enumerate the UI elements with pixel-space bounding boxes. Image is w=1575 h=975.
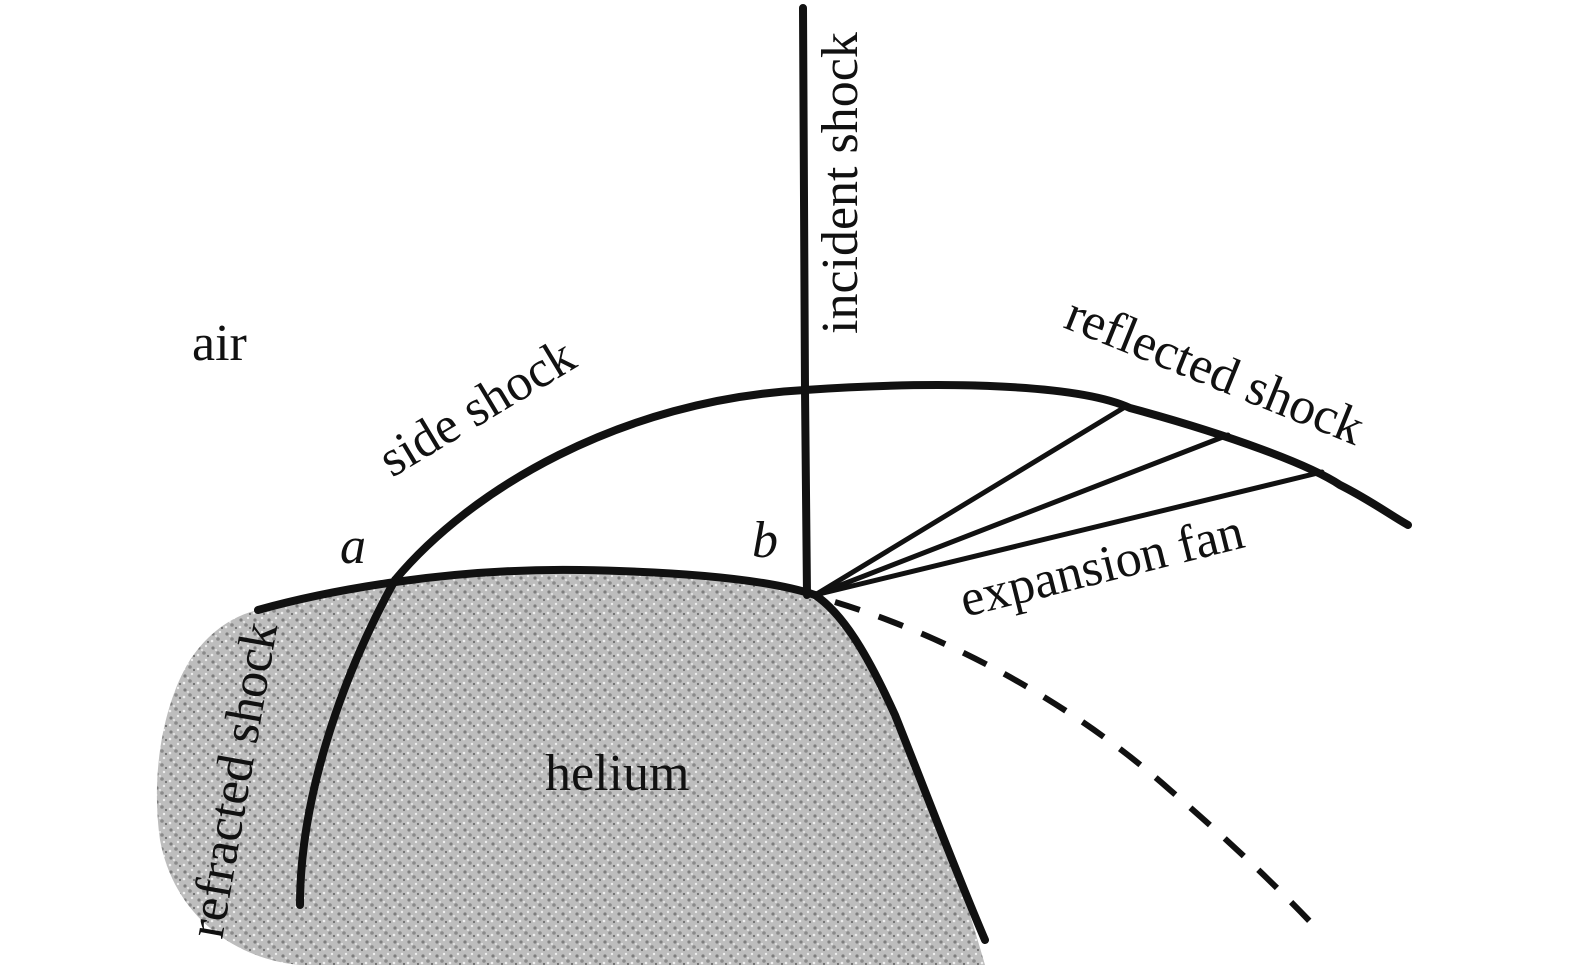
expansion-fan-ray-3 xyxy=(812,469,1325,598)
air-label: air xyxy=(192,315,247,372)
point-a-label: a xyxy=(340,518,366,575)
helium-region xyxy=(156,569,986,965)
helium-label: helium xyxy=(545,745,689,802)
side-shock-line xyxy=(391,386,809,584)
point-b-label: b xyxy=(752,512,778,569)
expansion-fan-ray-2 xyxy=(812,432,1231,598)
helium-interface-top xyxy=(254,565,819,614)
side-shock-label: side shock xyxy=(369,327,585,488)
dashed-contact-line xyxy=(834,599,1321,933)
refracted-shock-line xyxy=(296,576,399,909)
incident-shock-label: incident shock xyxy=(812,32,869,334)
incident-shock-line xyxy=(799,4,811,599)
reflected-shock-line xyxy=(801,381,1412,529)
expansion-fan-ray-1 xyxy=(812,404,1128,598)
helium-interface-right xyxy=(811,591,989,944)
